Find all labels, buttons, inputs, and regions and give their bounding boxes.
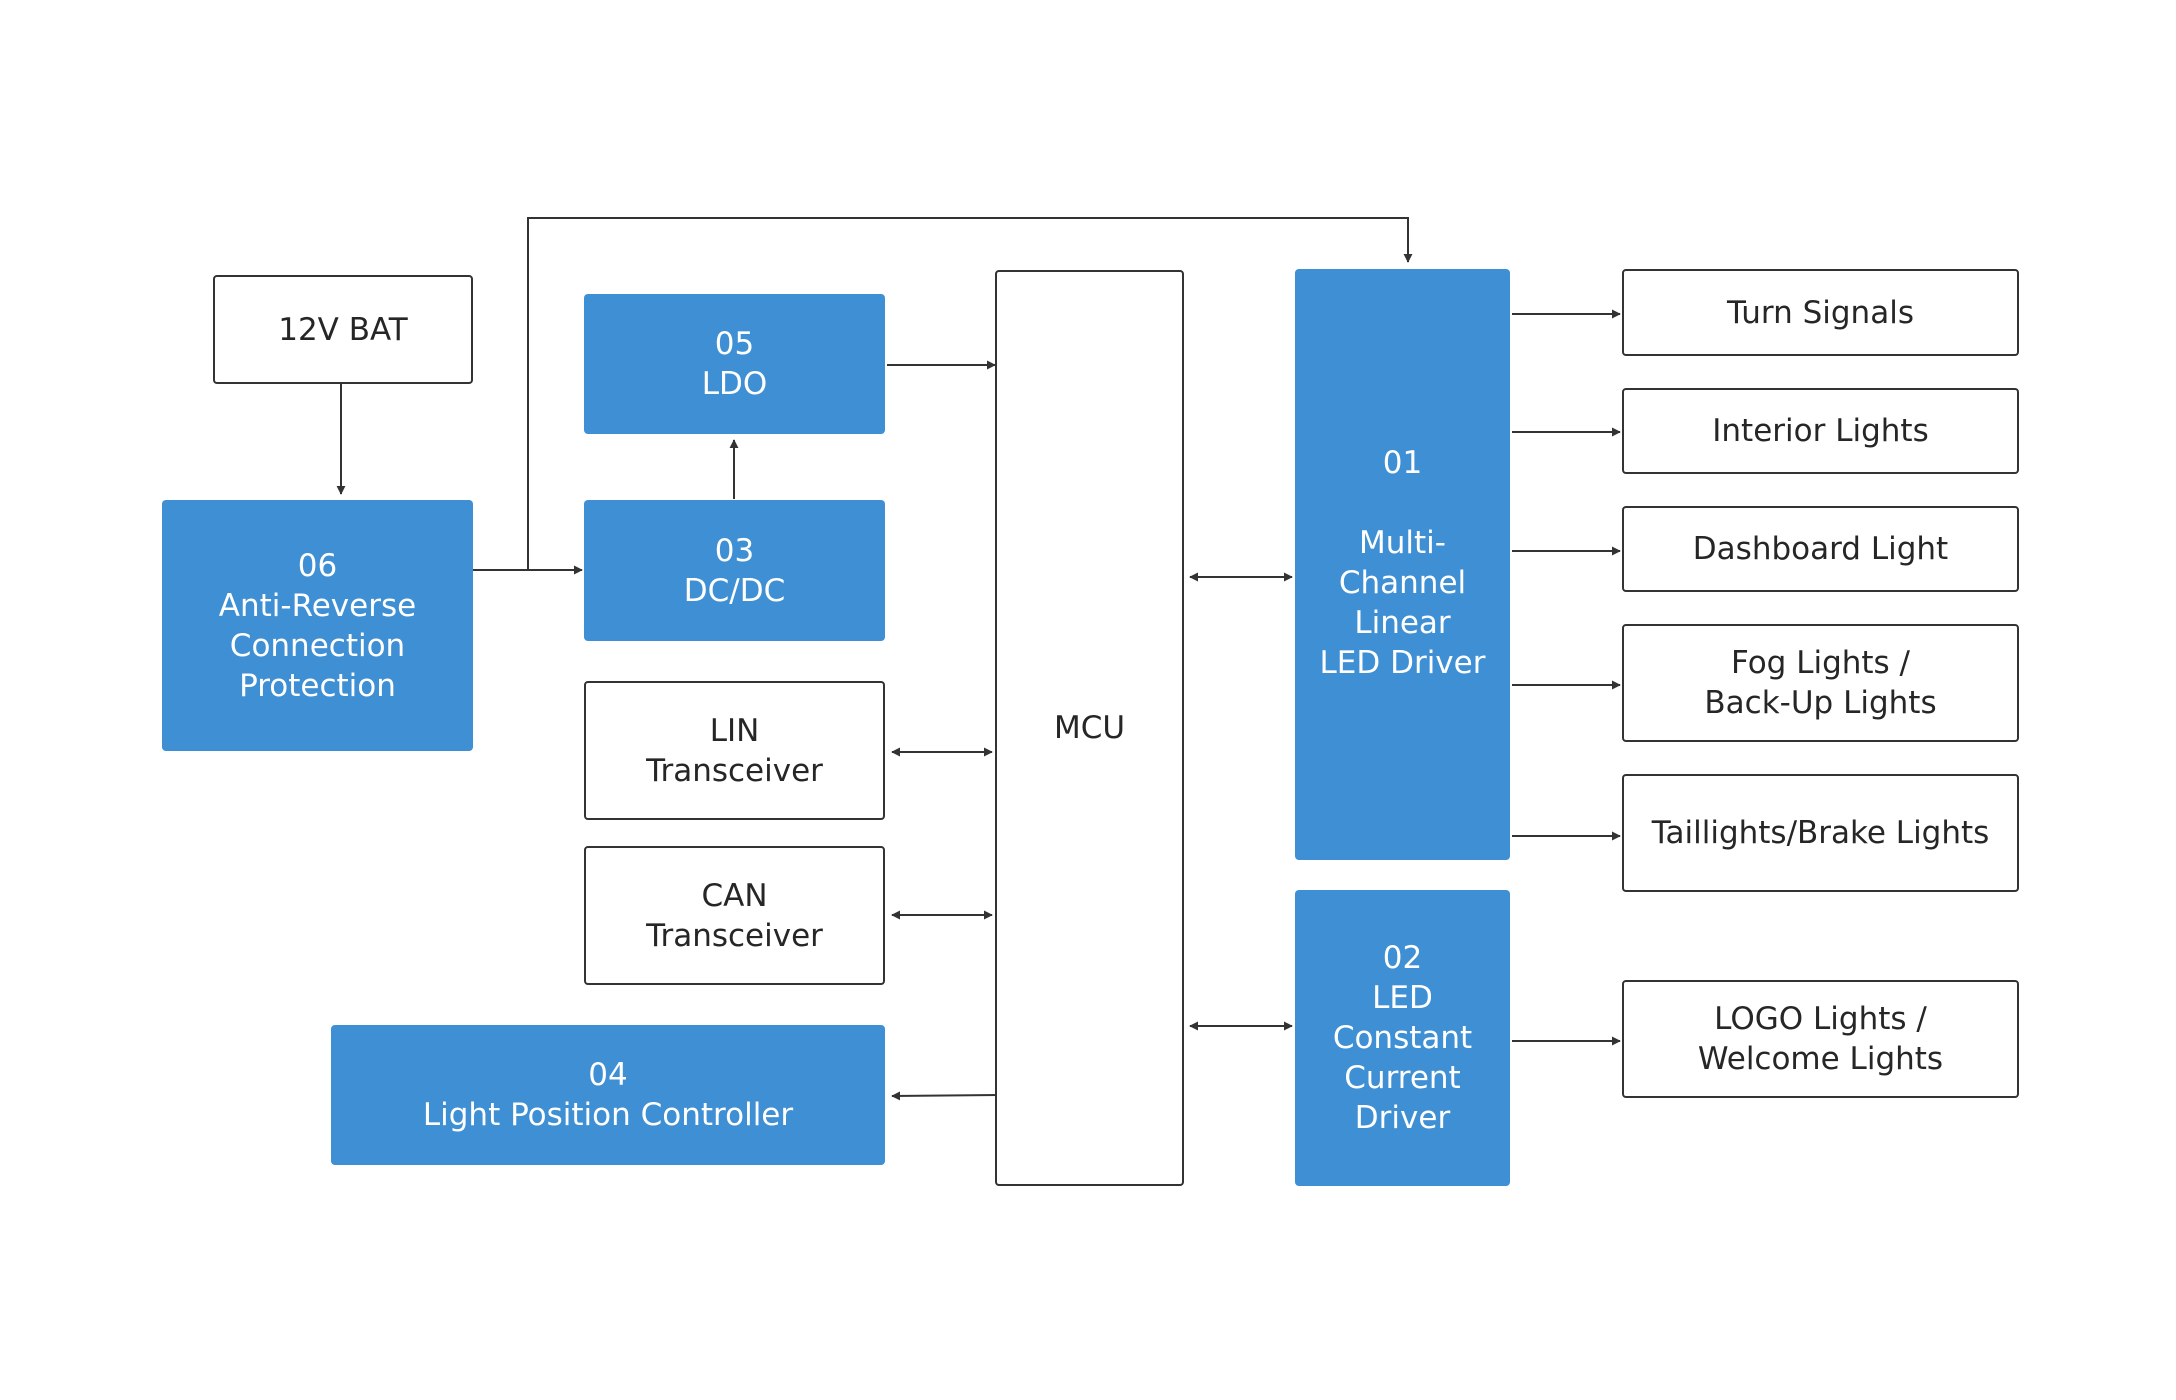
block-label-line: Back-Up Lights xyxy=(1704,685,1937,721)
block-label-line: CAN xyxy=(701,877,768,914)
ldo-block: 05 LDO xyxy=(584,294,885,434)
block-label-line: Dashboard Light xyxy=(1692,531,1949,567)
arrow-protection-to-led-driver xyxy=(527,217,1413,570)
block-label-line: Constant xyxy=(1332,1020,1473,1056)
block-label-line: Driver xyxy=(1354,1100,1451,1136)
block-label-line: LED xyxy=(1372,980,1433,1016)
block-label-line: Channel xyxy=(1338,565,1467,601)
block-label-line: Multi- xyxy=(1359,525,1446,561)
logo-welcome-lights-block: LOGO Lights / Welcome Lights xyxy=(1622,980,2019,1098)
constant-current-driver-block: 02 LED Constant Current Driver xyxy=(1295,890,1510,1186)
block-label-line: Connection xyxy=(229,627,406,664)
battery-block: 12V BAT xyxy=(213,275,473,384)
block-label-line: LDO xyxy=(701,366,768,402)
block-label-line: Taillights/Brake Lights xyxy=(1651,815,1990,851)
block-label-line: Transceiver xyxy=(646,917,823,954)
block-label-line: Turn Signals xyxy=(1727,294,1914,331)
block-label-line: Light Position Controller xyxy=(422,1097,794,1133)
dashboard-light-block: Dashboard Light xyxy=(1622,506,2019,592)
block-label-line: DC/DC xyxy=(683,572,786,609)
turn-signals-block: Turn Signals xyxy=(1622,269,2019,356)
mcu-block: MCU xyxy=(995,270,1184,1186)
block-label-line: LOGO Lights / xyxy=(1714,1001,1927,1037)
block-label-line: Anti-Reverse xyxy=(218,587,417,624)
block-number: 05 xyxy=(714,326,755,362)
mcu-label: MCU xyxy=(1053,710,1126,746)
block-label-line: Welcome Lights xyxy=(1697,1041,1944,1077)
block-number: 04 xyxy=(588,1057,628,1093)
block-label-line: Current xyxy=(1344,1060,1461,1096)
block-number: 01 xyxy=(1382,445,1423,481)
block-label-line: LIN xyxy=(709,712,760,749)
light-position-controller-block: 04 Light Position Controller xyxy=(331,1025,885,1165)
block-label-line: LED Driver xyxy=(1319,645,1486,681)
block-number: 03 xyxy=(714,532,755,569)
can-transceiver-block: CAN Transceiver xyxy=(584,846,885,985)
block-label-line: Interior Lights xyxy=(1712,413,1929,449)
battery-label: 12V BAT xyxy=(278,311,408,348)
block-label-line: Transceiver xyxy=(646,752,823,789)
multi-channel-led-driver-block: 01 Multi- Channel Linear LED Driver xyxy=(1295,269,1510,860)
dcdc-block: 03 DC/DC xyxy=(584,500,885,641)
interior-lights-block: Interior Lights xyxy=(1622,388,2019,474)
lin-transceiver-block: LIN Transceiver xyxy=(584,681,885,820)
block-label-line: Linear xyxy=(1354,605,1451,641)
block-label-line: Fog Lights / xyxy=(1730,645,1911,681)
block-number: 06 xyxy=(297,547,338,584)
arrow-mcu-to-light-position xyxy=(891,1091,999,1101)
taillights-brake-lights-block: Taillights/Brake Lights xyxy=(1622,774,2019,892)
fog-backup-lights-block: Fog Lights / Back-Up Lights xyxy=(1622,624,2019,742)
anti-reverse-protection-block: 06 Anti-Reverse Connection Protection xyxy=(162,500,473,751)
block-label-line: Protection xyxy=(239,667,396,704)
block-number: 02 xyxy=(1382,940,1423,976)
